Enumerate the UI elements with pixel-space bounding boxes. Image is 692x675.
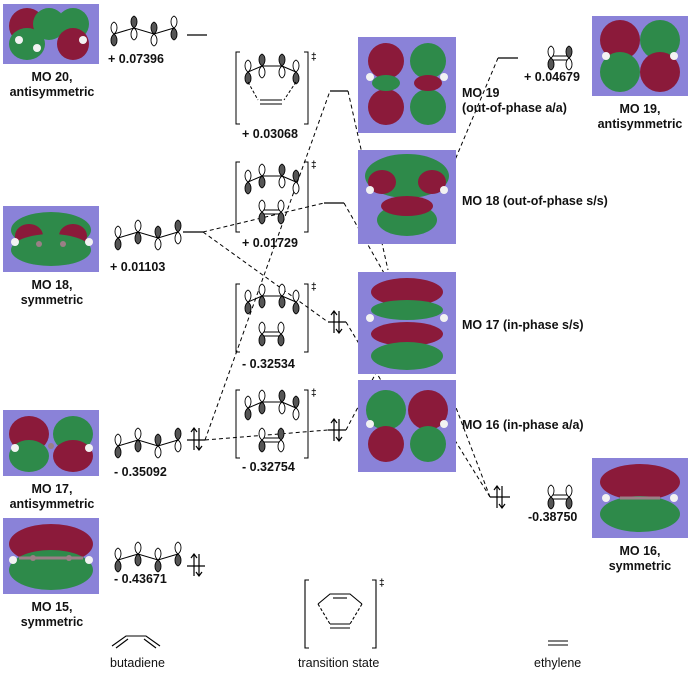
ts-sketch-2 (235, 161, 309, 233)
ts-mo18-label: MO 18 (out-of-phase s/s) (462, 194, 608, 208)
electron-pair-bd-mo17 (190, 427, 203, 451)
bd-mo17-label-line1: MO 17, (31, 482, 73, 496)
bd-mo20-label-line2: antisymmetric (9, 85, 95, 99)
ethylene-structure (548, 640, 568, 646)
ts-mo16-orbital (358, 380, 456, 472)
ts-mo19-label: MO 19 (out-of-phase a/a) (462, 86, 567, 116)
ts-mo17-label: MO 17 (in-phase s/s) (462, 318, 584, 332)
bd-mo20-energy: + 0.07396 (108, 52, 164, 66)
electron-pair-ts-mo16 (330, 418, 343, 442)
butadiene-structure (111, 635, 161, 649)
ts-mo19-orbital (358, 37, 456, 133)
transition-state-structure (304, 579, 377, 649)
electron-pairs (190, 310, 506, 577)
ts2-energy: + 0.01729 (242, 236, 298, 250)
eth-mo19-label-line2: antisymmetric (597, 117, 683, 131)
bd-mo20-label-line1: MO 20, (31, 70, 73, 84)
eth-mo16-orbital (592, 458, 688, 538)
eth-mo19-orbital (592, 16, 688, 96)
bd-mo20-label: MO 20, antisymmetric (0, 70, 104, 100)
ts4-dagger: ‡ (311, 388, 317, 399)
ts-mo19-label-line1: MO 19 (462, 86, 500, 100)
ts-mo18-orbital (358, 150, 456, 244)
eth-mo16-label-line1: MO 16, (619, 544, 661, 558)
bd-mo18-energy: + 0.01103 (110, 260, 166, 274)
eth-mo16-label-line2: symmetric (608, 559, 672, 573)
eth-mo19-energy: + 0.04679 (524, 70, 580, 84)
ts4-energy: - 0.32754 (242, 460, 295, 474)
ts-caption-dagger: ‡ (379, 578, 385, 589)
ts-sketch-4 (235, 389, 309, 459)
ethylene-caption: ethylene (534, 656, 582, 670)
eth-mo19-label-line1: MO 19, (619, 102, 661, 116)
ts1-energy: + 0.03068 (242, 127, 298, 141)
bd-mo17-label-line2: antisymmetric (9, 497, 95, 511)
ts1-dagger: ‡ (311, 52, 317, 63)
bd-mo18-label-line2: symmetric (20, 293, 84, 307)
bd-mo15-label-line2: symmetric (20, 615, 84, 629)
bd-mo18-orbital (3, 206, 99, 272)
bd-mo15-label-line1: MO 15, (31, 600, 73, 614)
electron-pair-eth-mo16 (493, 485, 506, 509)
bd-mo17-label: MO 17, antisymmetric (0, 482, 104, 512)
eth-sketch-mo19 (547, 45, 573, 71)
bd-mo18-label: MO 18, symmetric (0, 278, 104, 308)
bd-sketch-mo20 (110, 15, 178, 47)
eth-mo16-energy: -0.38750 (528, 510, 578, 524)
bd-mo17-orbital (3, 410, 99, 476)
bd-mo15-energy: - 0.43671 (114, 572, 167, 586)
ts-mo19-label-line2: (out-of-phase a/a) (462, 101, 567, 115)
bd-mo18-label-line1: MO 18, (31, 278, 73, 292)
eth-sketch-mo16 (547, 484, 573, 510)
ts-caption: transition state (298, 656, 380, 670)
bd-sketch-mo17 (114, 427, 182, 459)
ts3-energy: - 0.32534 (242, 357, 295, 371)
butadiene-caption: butadiene (110, 656, 165, 670)
bd-mo15-label: MO 15, symmetric (0, 600, 104, 630)
ts2-dagger: ‡ (311, 160, 317, 171)
eth-mo16-label: MO 16, symmetric (588, 544, 692, 574)
bd-mo20-orbital (3, 4, 99, 64)
ts-mo17-orbital (358, 272, 456, 374)
ts-mo16-label: MO 16 (in-phase a/a) (462, 418, 584, 432)
ts-sketch-1 (235, 51, 309, 125)
bd-sketch-mo18 (114, 219, 182, 251)
bd-mo15-orbital (3, 518, 99, 594)
ts3-dagger: ‡ (311, 282, 317, 293)
bd-sketch-mo15 (114, 541, 182, 573)
energy-levels (183, 34, 518, 567)
eth-mo19-label: MO 19, antisymmetric (588, 102, 692, 132)
ts-sketch-3 (235, 283, 309, 353)
bd-mo17-energy: - 0.35092 (114, 465, 167, 479)
electron-pair-ts-mo17 (330, 310, 343, 334)
electron-pair-bd-mo15 (190, 553, 203, 577)
